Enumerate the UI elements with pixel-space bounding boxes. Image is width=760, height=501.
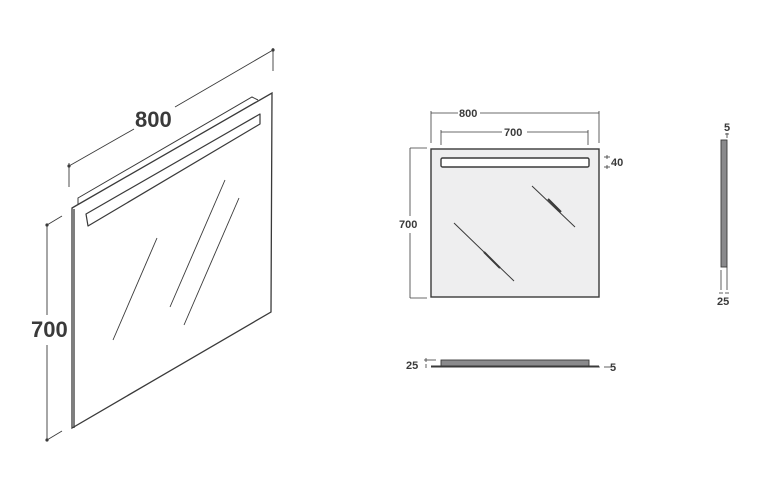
isometric-view (45, 48, 275, 442)
side-bottom-label: 25 (717, 296, 729, 308)
front-light-height-label: 40 (611, 157, 623, 169)
iso-height-label: 700 (31, 317, 68, 342)
bottom-left-label: 25 (406, 360, 418, 372)
side-top-label: 5 (724, 122, 730, 134)
side-view (719, 133, 729, 294)
front-reflection-1 (531, 185, 576, 228)
iso-mirror-face (71, 91, 273, 430)
front-width-label: 800 (459, 108, 477, 120)
iso-width-dimension-line-b (174, 49, 274, 108)
front-mirror-panel (430, 148, 600, 298)
front-light-width-label: 700 (504, 127, 522, 139)
front-view (409, 111, 610, 299)
iso-back-panel-edge (77, 96, 259, 206)
iso-width-dimension-line-a (68, 128, 135, 167)
front-led-strip (440, 157, 590, 168)
iso-width-label: 800 (135, 107, 172, 132)
front-height-label: 700 (399, 219, 417, 231)
iso-reflection-2 (169, 179, 226, 308)
bottom-right-label: 5 (610, 362, 616, 374)
side-profile (720, 139, 728, 268)
iso-reflection-3 (183, 197, 240, 326)
iso-led-strip (85, 113, 261, 227)
bottom-profile-back (440, 359, 590, 367)
iso-reflection-1 (112, 237, 158, 341)
bottom-view (424, 358, 611, 368)
